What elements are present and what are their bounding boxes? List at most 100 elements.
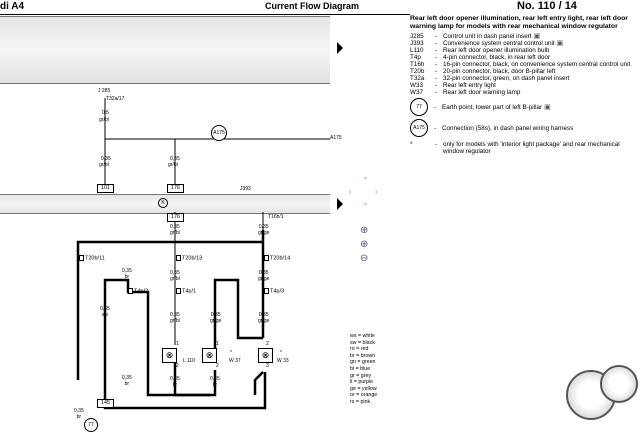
wire-sw-d (253, 371, 264, 395)
connector-t4p1: T4p/1 (176, 288, 196, 294)
pin-1-l110: 1 (176, 341, 179, 347)
legend-item: L110-Rear left door opener illumination … (410, 47, 550, 54)
label-grbl-1: gr/bl (99, 117, 109, 123)
legend-item: T20b-20-pin connector, black, door B-pil… (410, 68, 556, 75)
wire-sw-a (103, 278, 210, 397)
connector-t20b11: T20b/11 (79, 255, 105, 261)
star-w33: * (280, 350, 282, 356)
legend-heading: Rear left door opener illumination, rear… (410, 15, 628, 30)
legend-item: W37-Rear left door warning lamp (410, 89, 521, 96)
pin-2-l110: 2 (176, 363, 179, 369)
label-grbl-2: gr/bl (99, 162, 109, 168)
connector-t20b13: T20b/13 (176, 255, 202, 261)
lamp-w33: ⊗ (258, 348, 273, 363)
legend-item: T16h-16-pin connector, black, on conveni… (410, 61, 631, 68)
color-item: or = orange (350, 392, 378, 399)
color-item: li = purple (350, 379, 374, 386)
pin-3-w33: 3 (266, 363, 269, 369)
label-j285: J 285 (98, 88, 111, 94)
zoom-out-icon[interactable]: ⊖ (360, 253, 369, 264)
connection-a175: A175 (211, 125, 227, 141)
color-item: gr = grey (350, 372, 372, 379)
zoom-icon[interactable]: ⊕ (360, 239, 369, 250)
pin-1-w37: 1 (216, 341, 219, 347)
next-page-arrow-mid[interactable] (337, 198, 343, 210)
legend-item: W33-Rear left entry light (410, 82, 496, 89)
pan-right-icon[interactable]: › (375, 187, 378, 196)
label-w05: 0,5 (102, 110, 109, 116)
terminal-145: 145 (97, 399, 114, 408)
color-item: gn = green (350, 359, 376, 366)
terminal-176-lower: 176 (167, 213, 184, 222)
label-t16h1: T16h/1 (268, 214, 284, 220)
lamp-w37: ⊗ (202, 348, 217, 363)
label-t32a17: T32a/17 (106, 96, 125, 102)
earth-point-77: 77 (84, 418, 98, 432)
label-l110: L 110 (183, 358, 195, 364)
gauge-small-icon (600, 365, 638, 403)
color-item: rs = pink (350, 398, 371, 405)
wire-color-legend: ws = white sw = black ro = red br = brow… (350, 333, 377, 406)
label-grbl-3: gr/bl (168, 162, 178, 168)
camera-icon[interactable]: ▣ (556, 40, 564, 47)
camera-icon[interactable]: ▣ (533, 33, 541, 40)
control-unit-band-top (0, 16, 330, 84)
page-title: Current Flow Diagram (265, 1, 360, 11)
ground-symbol-k: K (158, 198, 168, 208)
label-w035-b: 0,35 (170, 156, 180, 162)
terminal-176: 176 (167, 184, 184, 193)
connector-t4p2: T4p/2 (128, 288, 148, 294)
wire-sw-b (103, 294, 267, 410)
pan-down-icon[interactable]: ⌄ (362, 198, 369, 207)
pan-up-icon[interactable]: ⌃ (362, 176, 369, 185)
legend-item: T32a-32-pin connector, green, on dash pa… (410, 75, 570, 82)
zoom-in-icon[interactable]: ⊕ (360, 225, 369, 236)
pin-2-w37: 2 (216, 363, 219, 369)
brand-title: di A4 (0, 1, 25, 12)
label-w035-a: 0,35 (101, 156, 111, 162)
wire-sw-e (173, 360, 217, 397)
next-page-arrow-top[interactable] (337, 42, 343, 54)
color-item: ws = white (350, 333, 375, 339)
header: di A4 Current Flow Diagram No. 110 / 14 (0, 0, 640, 14)
label-a175-end: A175 (330, 135, 342, 141)
pin-2-w33: 2 (266, 341, 269, 347)
label-w37: W 37 (229, 358, 241, 364)
color-item: br = brown (350, 352, 376, 359)
legend-item-77: 77-Earth point, lower part of left B-pil… (410, 98, 635, 116)
header-rule (0, 14, 410, 15)
wire-sw-c (213, 278, 263, 360)
connector-t20b14: T20b/14 (264, 255, 290, 261)
connector-t4p3: T4p/3 (264, 288, 284, 294)
wire-br-loop (76, 240, 263, 380)
terminal-101: 101 (97, 184, 114, 193)
color-item: ro = red (350, 346, 369, 353)
color-item: ge = yellow (350, 385, 377, 392)
label-w33: W 33 (277, 358, 289, 364)
legend-item-a175: A175-Connection (58s), in dash panel wir… (410, 119, 635, 137)
legend-item: J393-Convenience system central control … (410, 40, 564, 47)
legend-item: T4p-4-pin connector, black, in rear left… (410, 54, 551, 61)
legend-item-star: *-only for models with 'interior light p… (410, 141, 620, 155)
legend-item: J285-Control unit in dash panel insert▣ (410, 33, 541, 40)
color-item: sw = black (350, 339, 375, 346)
lamp-l110: ⊗ (162, 348, 177, 363)
label-j393: J393 (240, 186, 251, 192)
camera-icon[interactable]: ▣ (544, 103, 551, 111)
pan-left-icon[interactable]: ‹ (349, 187, 352, 196)
color-item: bl = blue (350, 365, 371, 372)
component-legend: Rear left door opener illumination, rear… (410, 15, 635, 155)
